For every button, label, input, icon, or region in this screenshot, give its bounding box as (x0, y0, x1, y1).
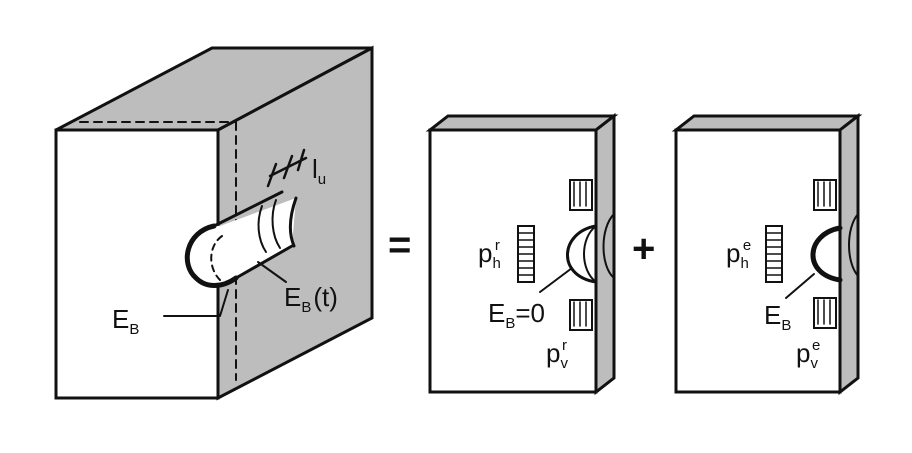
middle-block (425, 112, 619, 396)
middle-pv-rack-bottom (569, 299, 593, 331)
tunnel-face-arc-1 (257, 205, 267, 253)
middle-pv-label: pvr (546, 337, 568, 372)
middle-pv-rack-top (569, 179, 593, 211)
right-block (671, 112, 863, 396)
middle-eb-zero-label: EB=0 (488, 298, 545, 332)
middle-eb-leader (539, 267, 573, 293)
right-block-top-face (671, 114, 863, 132)
length-dimension-line (266, 148, 308, 188)
right-ph-label: phe (726, 237, 751, 272)
plus-sign: + (632, 227, 655, 271)
tunnel-outline (212, 190, 298, 280)
tunnel-inner-dashed-arc (210, 235, 223, 281)
middle-block-top-face (425, 114, 619, 132)
tunnel-face-arc-2 (271, 199, 281, 249)
right-pv-rack-bottom (813, 297, 837, 329)
middle-block-front-face (428, 128, 598, 394)
eb-leader (163, 289, 229, 317)
right-pv-rack-top (813, 179, 837, 211)
right-ph-rack (765, 225, 783, 283)
right-eb-leader (785, 273, 815, 299)
left-block (54, 45, 374, 401)
equals-sign: = (388, 223, 411, 267)
tunnel-bore (186, 198, 296, 284)
eb-label-left: EB (112, 304, 139, 338)
middle-notch-surface (583, 213, 615, 283)
right-boundary-eb (810, 225, 843, 283)
length-label-lu: lu (312, 154, 326, 188)
eb-t-leader (257, 261, 287, 283)
tunnel-boundary-eb (184, 223, 239, 288)
right-notch-surface (848, 213, 859, 277)
middle-ph-label: phr (478, 237, 501, 272)
middle-ph-rack (517, 225, 535, 283)
right-pv-label: pve (796, 337, 820, 372)
right-eb-label: EB (764, 300, 791, 334)
middle-block-side-face (594, 112, 616, 396)
eb-t-label: EB(t) (284, 282, 338, 316)
